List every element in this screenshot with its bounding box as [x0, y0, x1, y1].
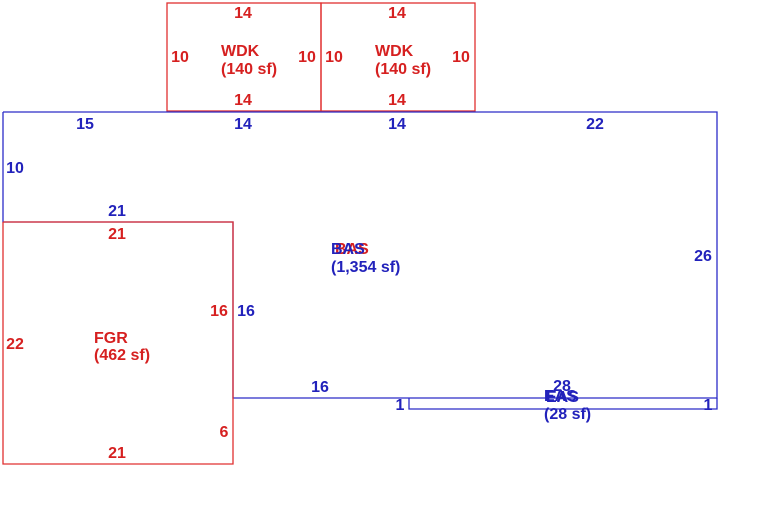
bas-code: BAS [331, 241, 365, 258]
bas-dim-left: 10 [6, 160, 24, 177]
wdk-right-dim-bottom: 14 [388, 92, 406, 109]
fgr-dim-bottom: 21 [108, 445, 126, 462]
wdk-right-code: WDK [375, 43, 414, 60]
fgr-code: FGR [94, 330, 128, 347]
wdk-left-code: WDK [221, 43, 260, 60]
eas-overlap-code: EAS [546, 389, 579, 406]
wdk-left-dim-top: 14 [234, 5, 252, 22]
bas-area: (1,354 sf) [331, 259, 400, 276]
wdk-right-dim-left: 10 [325, 49, 343, 66]
bas-dim-top-c: 14 [388, 116, 406, 133]
wdk-left-dim-bottom: 14 [234, 92, 252, 109]
bas-dim-top-a: 15 [76, 116, 94, 133]
wdk-right-dim-top: 14 [388, 5, 406, 22]
fgr-dim-right-low: 6 [220, 424, 229, 441]
wdk-right-dim-right: 10 [452, 49, 470, 66]
fgr-dim-left: 22 [6, 336, 24, 353]
wdk-right-outline [320, 2, 476, 112]
eas-dim-left: 1 [396, 397, 405, 414]
bas-dim-bottom: 16 [311, 379, 329, 396]
bas-dim-inner: 16 [237, 303, 255, 320]
eas-outline [408, 398, 718, 410]
eas-code: EAS [544, 388, 577, 405]
wdk-right-area: (140 sf) [375, 61, 431, 78]
bas-dim-step: 21 [108, 203, 126, 220]
bas-dim-bottom-end: 28 [553, 378, 571, 395]
bas-overlap-code: BAS [335, 241, 369, 258]
wdk-left-dim-right: 10 [298, 49, 316, 66]
fgr-dim-top: 21 [108, 226, 126, 243]
bas-dim-top-d: 22 [586, 116, 604, 133]
eas-area: (28 sf) [544, 406, 591, 423]
bas-dim-right: 26 [694, 248, 712, 265]
wdk-left-dim-left: 10 [171, 49, 189, 66]
fgr-area: (462 sf) [94, 347, 150, 364]
fgr-dim-right: 16 [210, 303, 228, 320]
fgr-outline [2, 221, 234, 465]
wdk-left-area: (140 sf) [221, 61, 277, 78]
eas-dim-right: 1 [704, 397, 713, 414]
bas-dim-top-b: 14 [234, 116, 252, 133]
